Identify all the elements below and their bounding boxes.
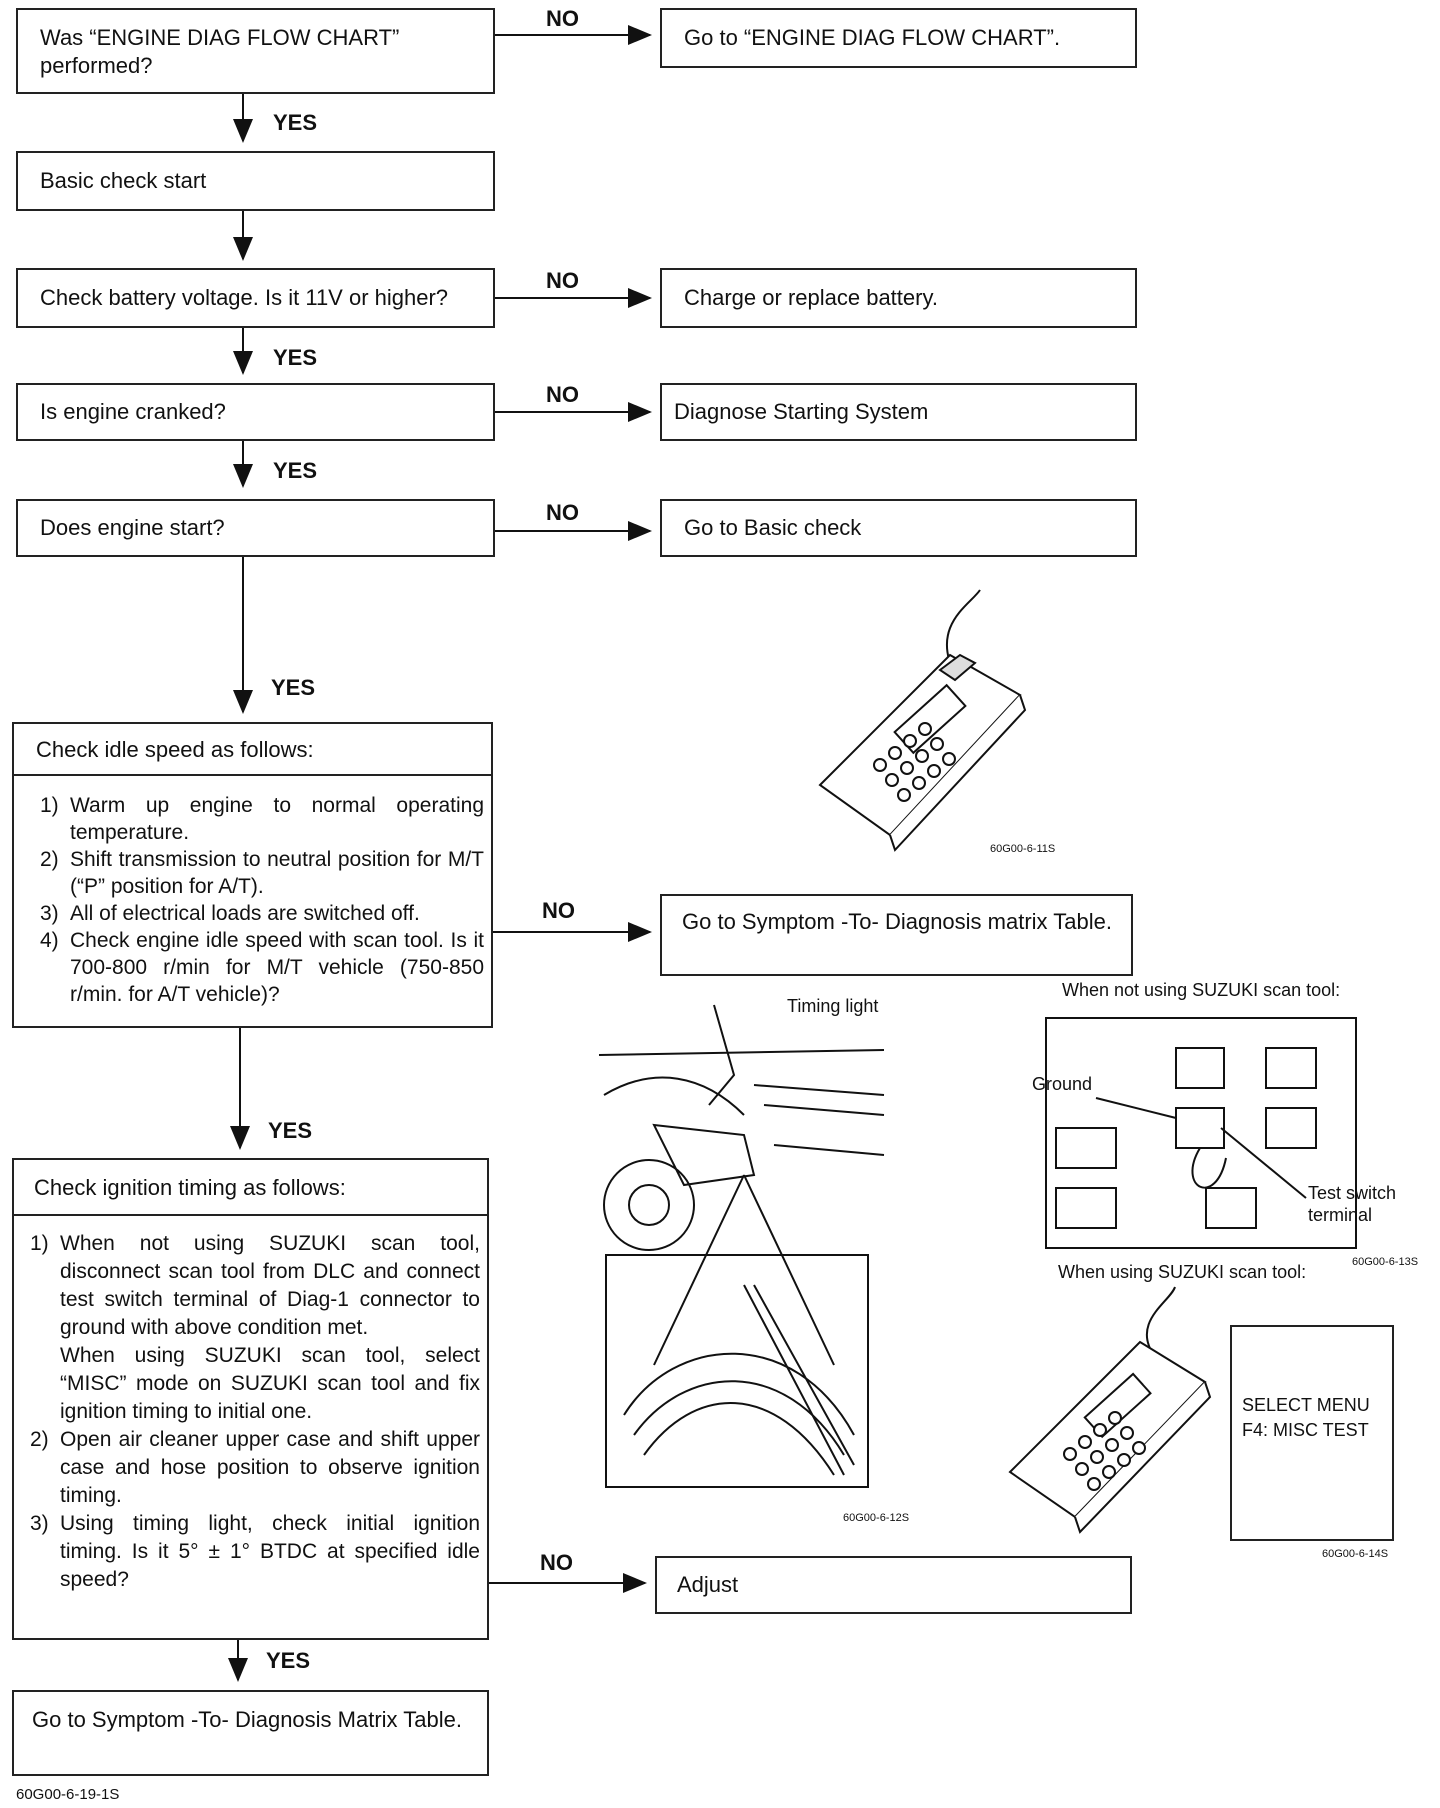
scan-tool-menu-code: 60G00-6-14S	[1322, 1548, 1389, 1560]
question-engine-start: Does engine start?	[16, 499, 495, 557]
diag-connector-illustration	[1045, 1017, 1357, 1249]
question-text: Does engine start?	[40, 515, 225, 540]
no-label-6: NO	[540, 1550, 573, 1575]
result-text: Go to Basic check	[684, 515, 862, 540]
yes-label-3: YES	[273, 458, 318, 483]
idle-step: 1)Warm up engine to normal operating tem…	[40, 794, 484, 844]
ignition-step: 1)When not using SUZUKI scan tool, disco…	[30, 1232, 480, 1423]
idle-step: 2)Shift transmission to neutral position…	[40, 848, 484, 898]
no-label-3: NO	[546, 382, 579, 407]
no-label-2: NO	[546, 268, 579, 293]
no-label-5: NO	[542, 898, 575, 923]
using-caption: When using SUZUKI scan tool:	[1058, 1262, 1307, 1282]
question-battery-voltage: Check battery voltage. Is it 11V or high…	[16, 268, 495, 328]
result-text: Charge or replace battery.	[684, 285, 938, 310]
basic-check-start-box: Basic check start	[16, 151, 495, 211]
question-diag-flow-chart: Was “ENGINE DIAG FLOW CHART” performed?	[16, 8, 495, 94]
result-text: Diagnose Starting System	[674, 399, 929, 424]
idle-speed-title: Check idle speed as follows:	[36, 737, 314, 762]
result-adjust: Adjust	[655, 1556, 1132, 1614]
ignition-timing-check-box: Check ignition timing as follows: 1)When…	[12, 1158, 489, 1640]
idle-speed-check-box: Check idle speed as follows: 1)Warm up e…	[12, 722, 493, 1028]
question-text: Check battery voltage. Is it 11V or high…	[40, 285, 449, 310]
yes-label-4: YES	[271, 675, 316, 700]
final-text: Go to Symptom -To- Diagnosis Matrix Tabl…	[32, 1707, 462, 1732]
figure-code: 60G00-6-19-1S	[16, 1786, 120, 1803]
scan-tool-illustration	[818, 589, 1027, 852]
result-text: Go to “ENGINE DIAG FLOW CHART”.	[684, 25, 1061, 50]
test-switch-label: Test switch terminal	[1308, 1183, 1397, 1225]
timing-light-code: 60G00-6-12S	[843, 1512, 910, 1524]
yes-label-5: YES	[268, 1118, 313, 1143]
result-go-basic-check: Go to Basic check	[660, 499, 1137, 557]
idle-steps-list: 1)Warm up engine to normal operating tem…	[40, 792, 484, 1008]
result-charge-battery: Charge or replace battery.	[660, 268, 1137, 328]
ignition-header: Check ignition timing as follows:	[14, 1160, 487, 1216]
result-go-diag-flow-chart: Go to “ENGINE DIAG FLOW CHART”.	[660, 8, 1137, 68]
yes-label-1: YES	[273, 110, 318, 135]
menu-callout-box: SELECT MENU F4: MISC TEST	[1230, 1325, 1394, 1541]
idle-step: 3)All of electrical loads are switched o…	[40, 902, 420, 925]
timing-light-illustration	[598, 1004, 885, 1488]
ignition-title: Check ignition timing as follows:	[34, 1175, 346, 1200]
start-text: Basic check start	[40, 168, 207, 193]
scan-tool-menu-illustration	[1008, 1286, 1212, 1534]
result-text: Go to Symptom -To- Diagnosis matrix Tabl…	[682, 909, 1112, 934]
scan-tool-code: 60G00-6-11S	[990, 843, 1056, 855]
ignition-step: 2)Open air cleaner upper case and shift …	[30, 1428, 480, 1507]
idle-speed-header: Check idle speed as follows:	[14, 724, 491, 776]
ground-label: Ground	[1032, 1074, 1093, 1094]
ignition-steps-list: 1)When not using SUZUKI scan tool, disco…	[30, 1230, 480, 1594]
yes-label-2: YES	[273, 345, 318, 370]
no-label-4: NO	[546, 500, 579, 525]
question-text: Is engine cranked?	[40, 399, 226, 424]
idle-step: 4)Check engine idle speed with scan tool…	[40, 929, 484, 1006]
result-diagnose-starting: Diagnose Starting System	[660, 383, 1137, 441]
diag-connector-code: 60G00-6-13S	[1352, 1256, 1419, 1268]
question-engine-cranked: Is engine cranked?	[16, 383, 495, 441]
final-symptom-matrix-box: Go to Symptom -To- Diagnosis Matrix Tabl…	[12, 1690, 489, 1776]
result-symptom-matrix: Go to Symptom -To- Diagnosis matrix Tabl…	[660, 894, 1133, 976]
timing-light-label: Timing light	[787, 996, 879, 1016]
question-text: Was “ENGINE DIAG FLOW CHART” performed?	[40, 25, 400, 78]
ignition-step: 3)Using timing light, check initial igni…	[30, 1512, 480, 1591]
not-using-caption: When not using SUZUKI scan tool:	[1062, 980, 1341, 1000]
menu-line-1: SELECT MENU	[1242, 1395, 1370, 1415]
no-label-1: NO	[546, 6, 579, 31]
menu-line-2: F4: MISC TEST	[1242, 1420, 1369, 1440]
yes-label-6: YES	[266, 1648, 311, 1673]
result-text: Adjust	[677, 1572, 739, 1597]
